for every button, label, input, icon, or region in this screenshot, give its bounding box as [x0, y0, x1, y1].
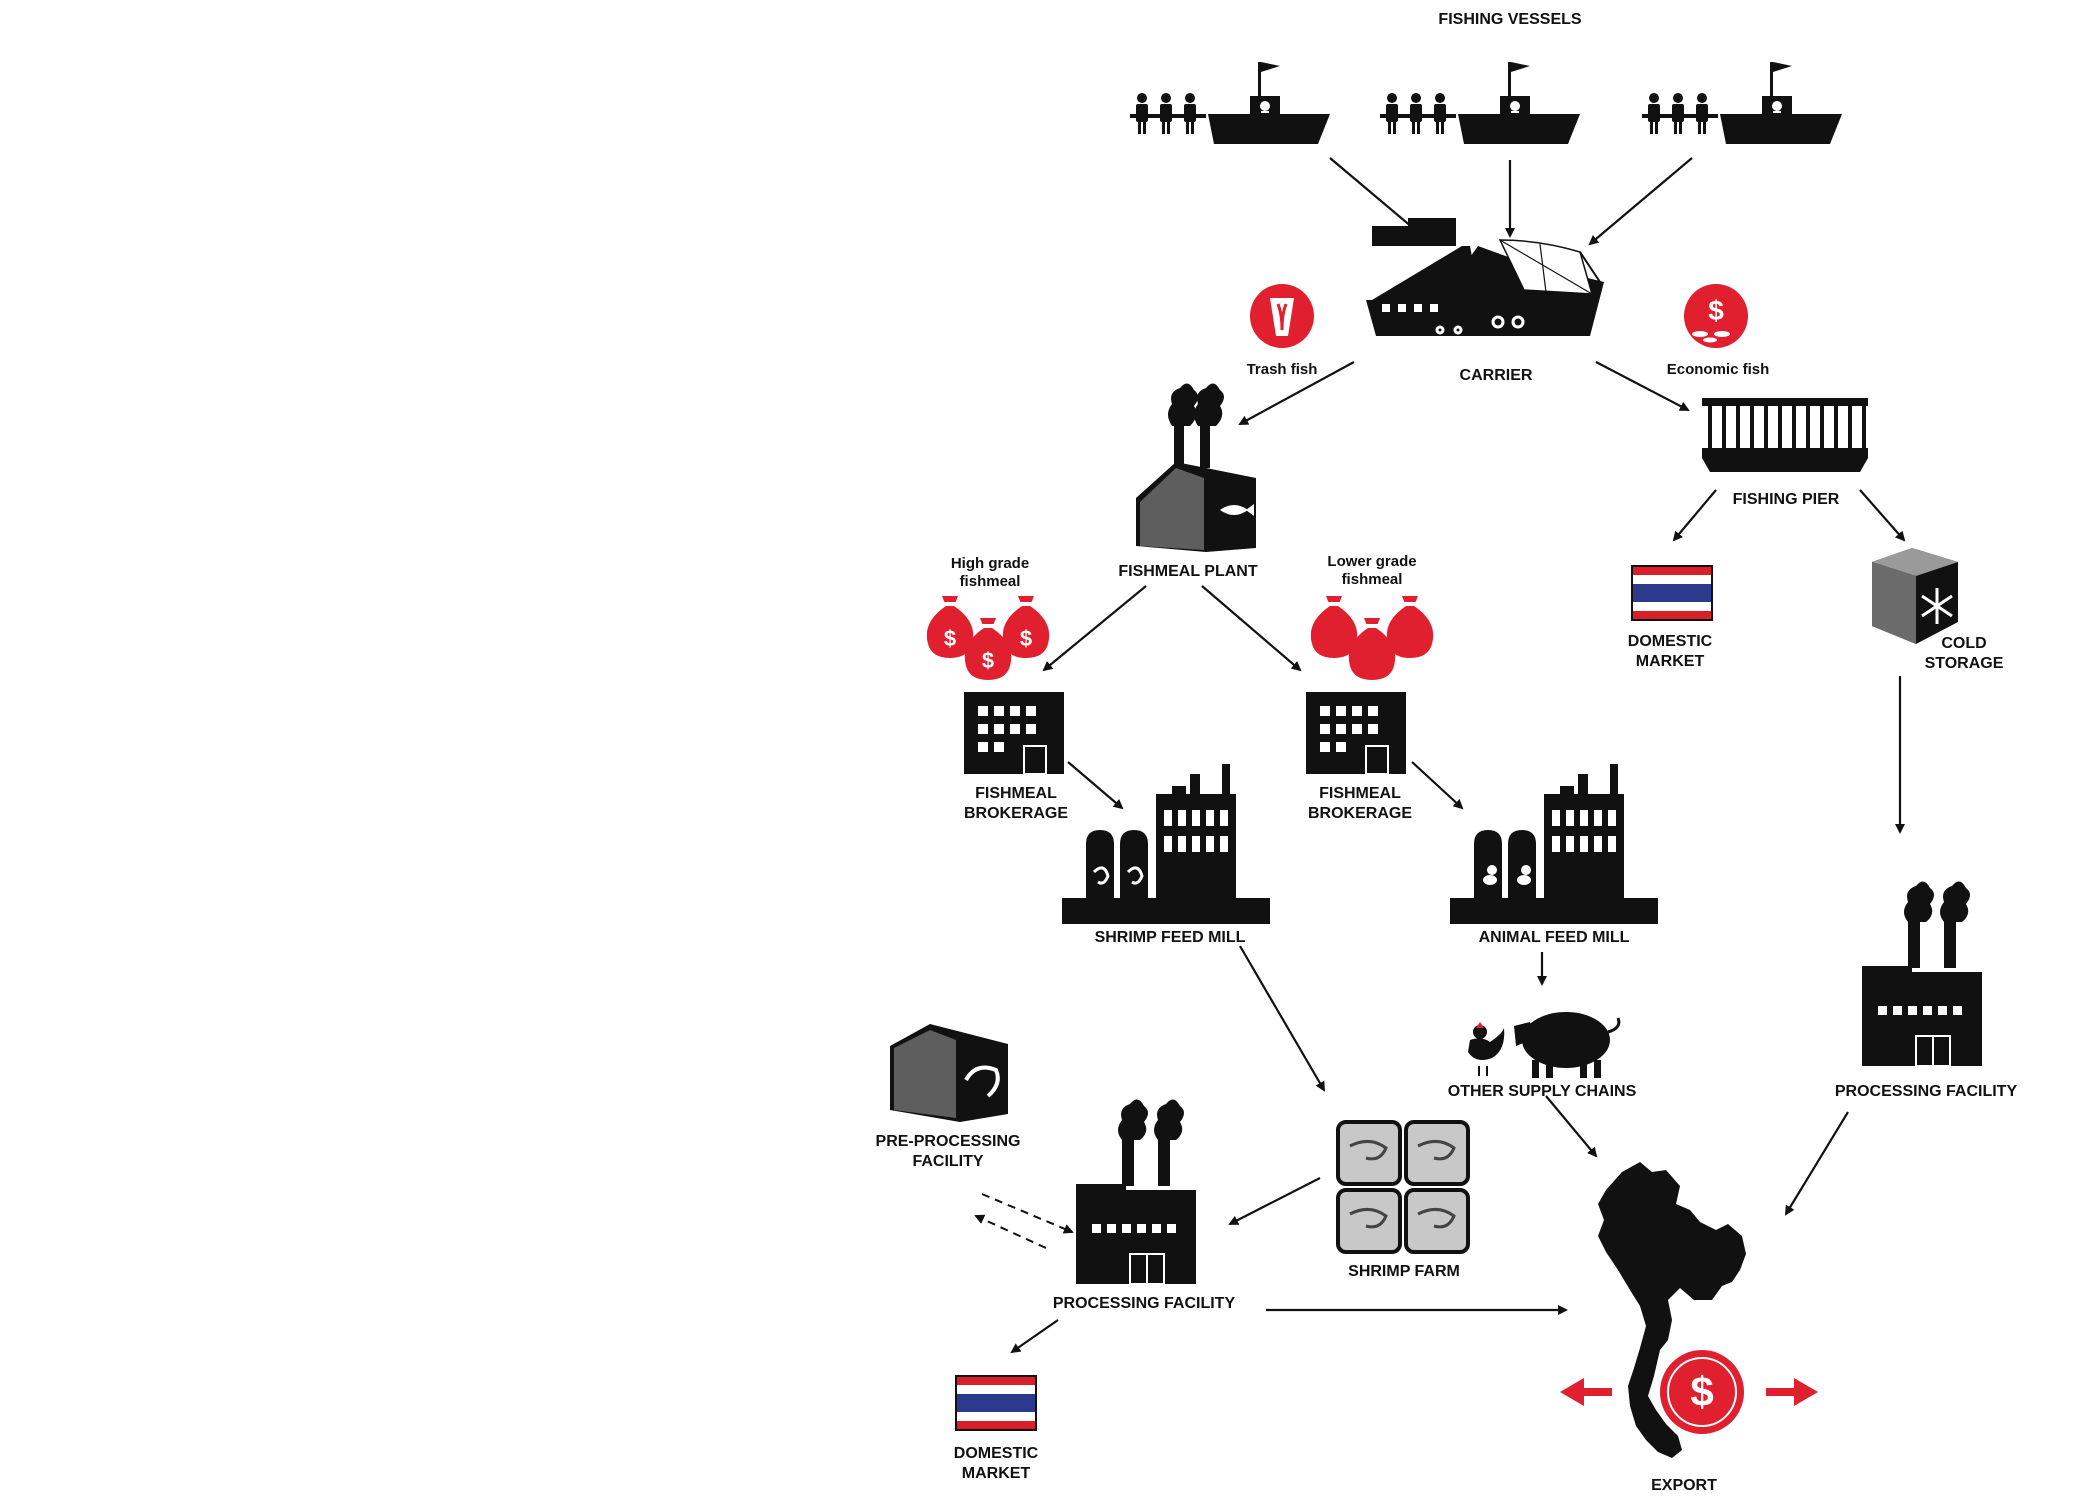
processing-facility-label: PROCESSING FACILITY	[1053, 1295, 1236, 1312]
brokerage-label-2: BROKERAGE	[964, 805, 1068, 822]
trash-fish-label: Trash fish	[1247, 361, 1318, 378]
animal-feed-mill-label: ANIMAL FEED MILL	[1479, 929, 1630, 946]
lower-grade-label-2: fishmeal	[1342, 571, 1403, 588]
cold-storage-label-2: STORAGE	[1925, 655, 2004, 672]
fishmeal-bag-icon	[1310, 596, 1434, 680]
factory-icon	[1861, 880, 1983, 1067]
domestic-market-label: DOMESTIC	[954, 1445, 1039, 1462]
svg-text:$: $	[982, 648, 994, 673]
chicken-icon	[1468, 1022, 1505, 1076]
brokerage-building-icon	[1305, 691, 1407, 775]
high-grade-label: High grade	[951, 555, 1029, 572]
thai-flag-icon	[1631, 565, 1713, 621]
economic-fish-label: Economic fish	[1667, 361, 1770, 378]
dashed-arrows	[974, 1193, 1074, 1249]
processing-facility-label: PROCESSING FACILITY	[1835, 1083, 2018, 1100]
cold-storage-label: COLD	[1941, 635, 1986, 652]
domestic-market-label-2: MARKET	[962, 1465, 1031, 1482]
thai-flag-icon	[955, 1375, 1037, 1431]
money-bag-icon: $ $ $	[926, 596, 1050, 680]
pig-icon	[1514, 1012, 1621, 1078]
flow-arrows	[1010, 157, 1906, 1354]
svg-text:$: $	[1020, 626, 1032, 651]
svg-text:$: $	[1708, 295, 1724, 326]
high-grade-label-2: fishmeal	[960, 573, 1021, 590]
fishing-pier-icon	[1702, 398, 1868, 472]
export-label: EXPORT	[1651, 1477, 1717, 1494]
pre-processing-label-2: FACILITY	[912, 1153, 983, 1170]
fishing-pier-label: FISHING PIER	[1733, 491, 1840, 508]
trash-fish-icon	[1250, 284, 1314, 348]
carrier-label: CARRIER	[1460, 367, 1533, 384]
domestic-market-label-2: MARKET	[1636, 653, 1705, 670]
cold-storage-icon	[1872, 548, 1958, 644]
shrimp-feed-mill-label: SHRIMP FEED MILL	[1095, 929, 1246, 946]
svg-text:$: $	[1690, 1368, 1713, 1415]
shrimp-farm-icon	[1336, 1120, 1470, 1254]
brokerage-building-icon	[963, 691, 1065, 775]
brokerage-label: FISHMEAL	[975, 785, 1057, 802]
domestic-market-label: DOMESTIC	[1628, 633, 1713, 650]
export-dollar-icon: $	[1560, 1350, 1818, 1434]
brokerage-label: FISHMEAL	[1319, 785, 1401, 802]
pre-processing-label: PRE-PROCESSING	[876, 1133, 1021, 1150]
other-supply-chains-label: OTHER SUPPLY CHAINS	[1448, 1083, 1637, 1100]
fishing-vessel-icon	[1129, 61, 1331, 145]
economic-fish-icon: $	[1684, 284, 1748, 348]
fishing-vessel-icon	[1379, 61, 1581, 145]
shrimp-farm-label: SHRIMP FARM	[1348, 1263, 1460, 1280]
fishing-vessel-icon	[1641, 61, 1843, 145]
pre-processing-shed-icon	[890, 1024, 1008, 1122]
brokerage-label-2: BROKERAGE	[1308, 805, 1412, 822]
fishmeal-plant-label: FISHMEAL PLANT	[1118, 563, 1257, 580]
fishing-vessels-label: FISHING VESSELS	[1438, 11, 1581, 28]
fishmeal-plant-icon	[1136, 383, 1256, 552]
svg-text:$: $	[944, 626, 956, 651]
animal-feed-mill-icon	[1450, 764, 1658, 924]
factory-icon	[1075, 1098, 1197, 1285]
shrimp-feed-mill-icon	[1062, 764, 1270, 924]
lower-grade-label: Lower grade	[1327, 553, 1416, 570]
carrier-ship-icon	[1366, 218, 1604, 336]
thailand-map-icon	[1598, 1162, 1746, 1458]
